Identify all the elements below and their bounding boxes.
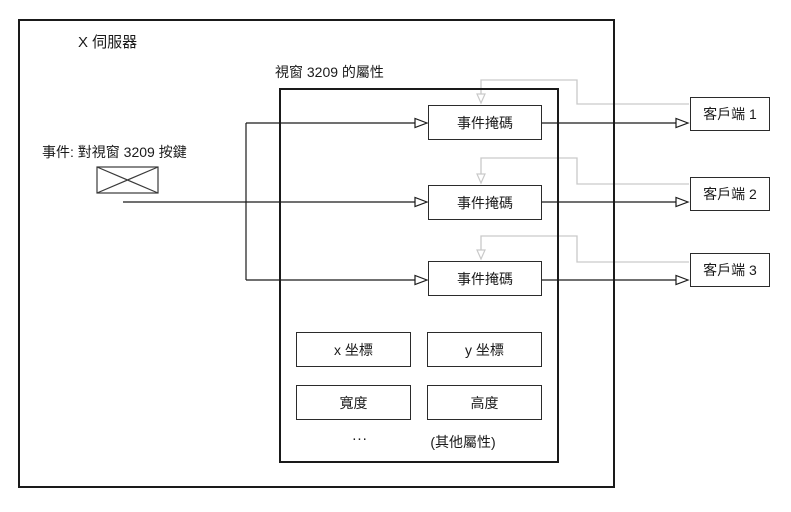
x-server-box bbox=[18, 19, 615, 488]
right-arrowhead-icon bbox=[414, 117, 429, 129]
right-arrowhead-icon bbox=[675, 274, 690, 286]
client-box-3: 客戶端 3 bbox=[690, 253, 770, 287]
other-attributes-label: (其他屬性) bbox=[430, 434, 496, 450]
server-title: X 伺服器 bbox=[78, 34, 138, 51]
event-label: 事件: 對視窗 3209 按鍵 bbox=[42, 144, 187, 160]
attribute-box-y: y 坐標 bbox=[427, 332, 542, 367]
envelope-icon bbox=[96, 166, 159, 194]
more-attributes-ellipsis: ... bbox=[352, 427, 368, 444]
attribute-box-height: 高度 bbox=[427, 385, 542, 420]
event-mask-box-3: 事件掩碼 bbox=[428, 261, 542, 296]
down-arrowhead-icon bbox=[476, 249, 486, 261]
down-arrowhead-icon bbox=[476, 93, 486, 105]
attribute-box-x: x 坐標 bbox=[296, 332, 411, 367]
right-arrowhead-icon bbox=[675, 196, 690, 208]
event-mask-box-2: 事件掩碼 bbox=[428, 185, 542, 220]
right-arrowhead-icon bbox=[414, 196, 429, 208]
window-properties-box bbox=[279, 88, 559, 463]
attribute-box-width: 寬度 bbox=[296, 385, 411, 420]
down-arrowhead-icon bbox=[476, 173, 486, 185]
event-mask-box-1: 事件掩碼 bbox=[428, 105, 542, 140]
right-arrowhead-icon bbox=[675, 117, 690, 129]
client-box-1: 客戶端 1 bbox=[690, 97, 770, 131]
client-box-2: 客戶端 2 bbox=[690, 177, 770, 211]
window-properties-title: 視窗 3209 的屬性 bbox=[275, 64, 384, 80]
right-arrowhead-icon bbox=[414, 274, 429, 286]
